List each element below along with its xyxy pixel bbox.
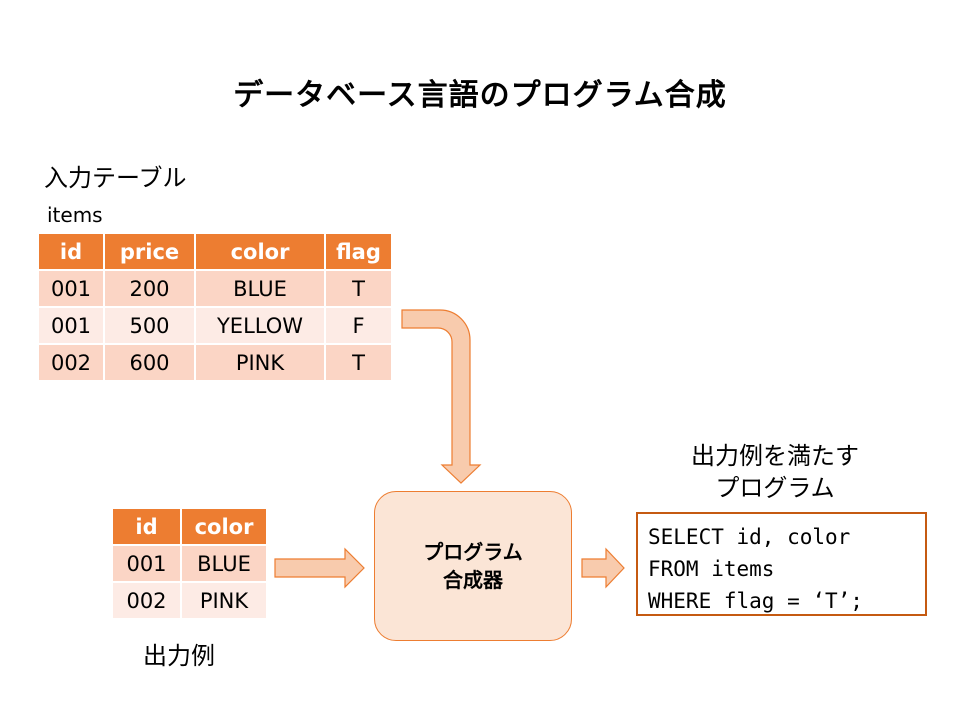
table-cell: 001 <box>37 306 105 345</box>
output-example-table: id color 001 BLUE 002 PINK <box>111 507 268 620</box>
table-cell: 600 <box>103 343 196 382</box>
sql-line-from: FROM items <box>648 557 775 581</box>
table-row: 002 PINK <box>111 581 268 620</box>
program-caption-line1: 出力例を満たす <box>691 442 859 470</box>
sql-program-box: SELECT id, color FROM items WHERE flag =… <box>636 512 927 616</box>
table-row: 001 200 BLUE T <box>37 269 393 308</box>
slide-title: データベース言語のプログラム合成 <box>233 78 727 113</box>
program-caption-line2: プログラム <box>715 474 835 502</box>
column-header: id <box>37 232 105 271</box>
table-header-row: id price color flag <box>37 232 393 271</box>
table-cell: PINK <box>194 343 326 382</box>
example-to-synth-arrow <box>274 547 365 589</box>
table-cell: BLUE <box>180 544 268 583</box>
table-cell: PINK <box>180 581 268 620</box>
synth-label-line2: 合成器 <box>443 568 503 592</box>
column-header: flag <box>324 232 393 271</box>
table-cell: F <box>324 306 393 345</box>
table-cell: T <box>324 269 393 308</box>
table-cell: 001 <box>37 269 105 308</box>
input-table-caption: 入力テーブル <box>44 164 187 192</box>
table-row: 001 500 YELLOW F <box>37 306 393 345</box>
input-table: id price color flag 001 200 BLUE T 001 5… <box>37 232 393 382</box>
sql-line-select: SELECT id, color <box>648 525 851 549</box>
table-cell: 002 <box>37 343 105 382</box>
table-header-row: id color <box>111 507 268 546</box>
table-cell: 002 <box>111 581 182 620</box>
column-header: id <box>111 507 182 546</box>
table-cell: 500 <box>103 306 196 345</box>
table-cell: 001 <box>111 544 182 583</box>
table-cell: 200 <box>103 269 196 308</box>
table-cell: T <box>324 343 393 382</box>
table-cell: BLUE <box>194 269 326 308</box>
column-header: color <box>180 507 268 546</box>
program-caption: 出力例を満たす プログラム <box>670 440 880 504</box>
table-row: 002 600 PINK T <box>37 343 393 382</box>
column-header: price <box>103 232 196 271</box>
synth-to-program-arrow <box>581 547 625 589</box>
input-to-synth-arrow <box>401 309 482 484</box>
output-example-caption: 出力例 <box>143 642 215 670</box>
table-row: 001 BLUE <box>111 544 268 583</box>
program-synthesizer-box: プログラム 合成器 <box>374 491 572 641</box>
synth-label-line1: プログラム <box>423 540 523 564</box>
column-header: color <box>194 232 326 271</box>
table-name: items <box>47 203 103 227</box>
table-cell: YELLOW <box>194 306 326 345</box>
sql-line-where: WHERE flag = ‘T’; <box>648 589 863 613</box>
